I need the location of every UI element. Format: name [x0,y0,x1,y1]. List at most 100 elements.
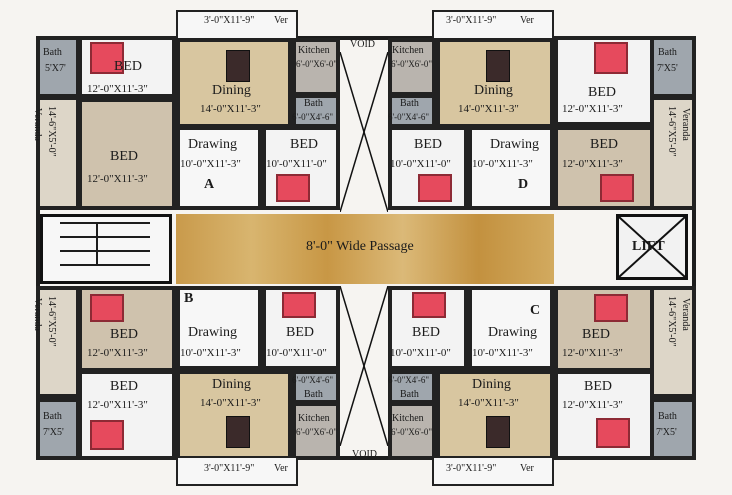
tr-bed2-dim: 10'-0"X11'-0" [390,158,451,170]
bl-unit-b: B [184,291,194,306]
tr-bath-label: Bath [658,47,677,58]
bl-kitchen-label: Kitchen [298,413,330,424]
tl-bed1-label: BED [114,59,142,74]
tr-bath-dim: 7'X5' [657,63,678,74]
br-bed3-label: BED [582,327,610,342]
tr-drawing [468,126,554,210]
bl-dining-table [226,416,250,448]
stair-line-2 [60,236,150,238]
br-dining-dim: 14'-0"X11'-3" [458,397,519,409]
tl-bed1-bed [90,42,124,74]
lift-label: LIFT [632,239,665,254]
br-kitchen-label: Kitchen [392,413,424,424]
bl-ver-lbl: Ver [274,463,288,474]
tl-bed3-dim: 12'-0"X11'-3" [87,173,148,185]
bl-bath2-dim: 6'-0"X4'-6" [292,375,334,385]
tr-kitchen-dim: 6'-0"X6'-0" [391,59,433,69]
passage-label: 8'-0" Wide Passage [306,239,414,254]
bl-bed1-label: BED [110,327,138,342]
br-bath-dim: 7'X5' [656,427,677,438]
tr-bed2-bed [418,174,452,202]
void-bottom: VOID [352,449,377,460]
tl-drawing-label: Drawing [188,137,237,152]
bl-bed2-dim: 10'-0"X11'-0" [266,347,327,359]
bl-veranda-dim: 14'-6"X5'-0" [46,296,57,347]
tl-drawing-dim: 10'-0"X11'-3" [180,158,241,170]
bl-veranda [36,286,80,398]
void-top: VOID [350,39,375,50]
bl-bed2-label: BED [286,325,314,340]
tr-bed3-label: BED [590,137,618,152]
br-ver-lbl: Ver [520,463,534,474]
tl-dining-table [226,50,250,82]
tr-bed1-label: BED [588,85,616,100]
tl-bath-dim: 5'X7' [45,63,66,74]
tr-bed3-bed [600,174,634,202]
bl-bed1-dim: 12'-0"X11'-3" [87,347,148,359]
bl-veranda-bottom [176,456,298,486]
tl-bed2-bed [276,174,310,202]
br-veranda-label: Veranda [680,298,691,331]
br-drawing-label: Drawing [488,325,537,340]
tl-bath-label: Bath [43,47,62,58]
tl-unit-a: A [204,177,215,192]
tl-drawing [176,126,262,210]
tr-ver-lbl: Ver [520,15,534,26]
br-bed2-label: BED [412,325,440,340]
tl-veranda-label: Veranda [32,108,43,141]
br-kitchen-dim: 6'-0"X6'-0" [391,427,433,437]
tr-dining-table [486,50,510,82]
bl-bed2-bed [282,292,316,318]
tl-kitchen [292,38,340,96]
tr-bed3-dim: 12'-0"X11'-3" [562,158,623,170]
br-veranda-dim: 14'-6"X5'-0" [666,296,677,347]
bl-bath2-label: Bath [304,389,323,400]
tr-bath [650,36,696,98]
tl-kitchen-dim: 6'-0"X6'-0" [296,59,338,69]
br-bed3-bed [594,294,628,322]
tl-bed3-label: BED [110,149,138,164]
bl-ver-dim: 3'-0"X11'-9" [204,463,255,474]
lift-cross-icon [619,217,685,277]
br-bed1-label: BED [584,379,612,394]
tr-veranda-label: Veranda [680,108,691,141]
tl-dining-dim: 14'-0"X11'-3" [200,103,261,115]
br-bath [650,398,696,460]
tl-dining-label: Dining [212,83,251,98]
tr-drawing-dim: 10'-0"X11'-3" [472,158,533,170]
stair [40,214,172,284]
outer-wall-right [692,36,696,460]
br-bath-label: Bath [658,411,677,422]
tl-ver-dim: 3'-0"X11'-9" [204,15,255,26]
tr-kitchen-label: Kitchen [392,45,424,56]
br-bed1-dim: 12'-0"X11'-3" [562,399,623,411]
bl-bath-dim: 7'X5' [43,427,64,438]
tl-ver-lbl: Ver [274,15,288,26]
br-bed2-bed [412,292,446,318]
tl-bath2-label: Bath [304,98,323,109]
br-drawing [468,286,554,370]
outer-wall-top [36,36,696,40]
tl-bed3 [78,98,176,210]
stair-divider [96,222,98,266]
tr-unit-d: D [518,177,529,192]
bl-bed3-bed [90,420,124,450]
tl-bed2-dim: 10'-0"X11'-0" [266,158,327,170]
br-dining-label: Dining [472,377,511,392]
stair-line-4 [60,264,150,266]
bl-bed3-dim: 12'-0"X11'-3" [87,399,148,411]
tr-bed2-label: BED [414,137,442,152]
tr-veranda [650,96,696,210]
void-top-x-icon [340,52,388,212]
bl-dining [176,370,292,460]
wide-passage [176,214,554,284]
br-kitchen [388,402,436,460]
br-veranda-bottom [432,456,554,486]
br-bath2-label: Bath [400,389,419,400]
tr-bath2-label: Bath [400,98,419,109]
tl-veranda-top [176,10,298,42]
stair-line-3 [60,250,150,252]
tl-kitchen-label: Kitchen [298,45,330,56]
br-unit-c: C [530,303,541,318]
